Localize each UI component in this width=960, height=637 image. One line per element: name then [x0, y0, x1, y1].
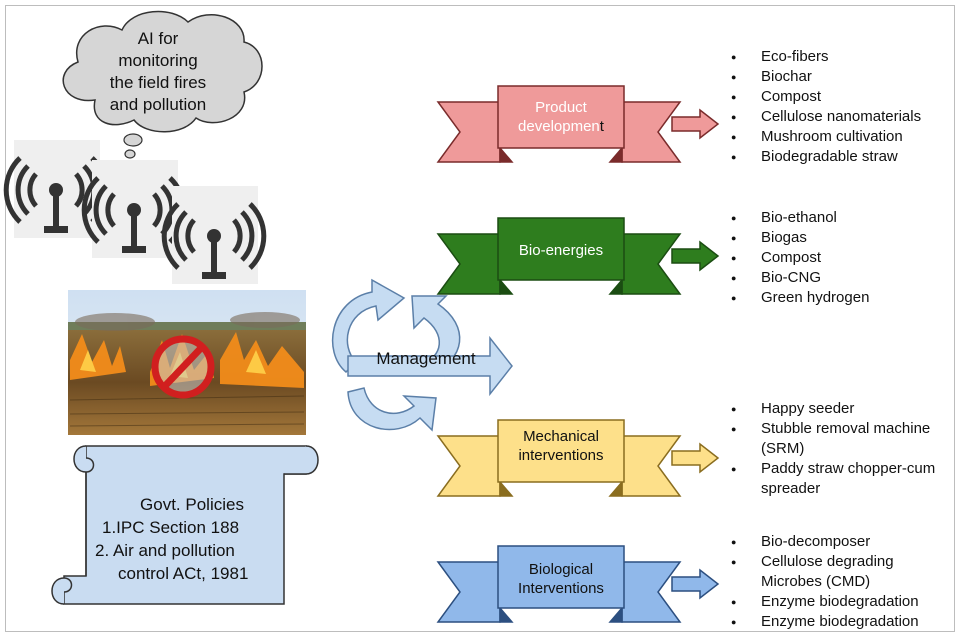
mechanical-list: Happy seeder Stubble removal machine (SR… — [728, 399, 935, 499]
banner-label-line: Product — [535, 99, 587, 116]
banner-biological-interventions — [436, 545, 682, 623]
banner-label-part: developmen — [518, 118, 600, 135]
list-item-continuation: spreader — [761, 480, 821, 497]
banner-label-line: interventions — [518, 447, 604, 464]
banner-part — [436, 435, 501, 497]
list-item: Cellulose nanomaterials — [728, 107, 921, 127]
list-item: Green hydrogen — [728, 288, 869, 308]
management-cycle — [331, 278, 513, 432]
banner-label-part: t — [599, 118, 604, 135]
policy-title: Govt. Policies — [140, 495, 244, 514]
banner-mechanical-interventions — [436, 419, 682, 497]
list-item: Biogas — [728, 228, 869, 248]
right-arrow-icon — [671, 240, 720, 272]
policy-item: 1.IPC Section 188 — [102, 518, 240, 537]
banner-part — [499, 277, 514, 295]
banner-label-line: Mechanical — [523, 428, 599, 445]
list-item: Happy seeder — [728, 399, 935, 419]
banner-product-development — [436, 85, 682, 163]
bioenergy-list: Bio-ethanol Biogas Compost Bio-CNG Green… — [728, 208, 869, 308]
banner-label-line: development — [498, 117, 624, 136]
right-arrow-icon — [671, 108, 720, 140]
list-item: Bio-decomposer — [728, 532, 919, 552]
signal-tower-icon — [81, 160, 187, 258]
banner-label-line: Interventions — [518, 580, 604, 597]
list-item: Stubble removal machine — [728, 419, 935, 439]
banner-label-product: Product development — [498, 98, 624, 136]
cloud-shape — [62, 10, 263, 159]
list-item: Enzyme biodegradation — [728, 612, 919, 632]
banner-part — [621, 435, 682, 497]
management-label: Management — [376, 349, 476, 368]
cloud-line: the field fires — [109, 73, 207, 92]
banner-part — [499, 479, 514, 497]
banner-part — [497, 85, 625, 149]
banner-part — [499, 145, 514, 163]
banner-part — [497, 217, 625, 281]
field-fire-photo — [68, 290, 306, 435]
product-list: Eco-fibers Biochar Compost Cellulose nan… — [728, 47, 921, 167]
list-item: Cellulose degrading — [728, 552, 919, 572]
policy-item: control ACt, 1981 — [118, 564, 249, 583]
cloud-line: monitoring — [118, 51, 198, 70]
list-item: Paddy straw chopper-cum — [728, 459, 935, 479]
banner-label-biological: Biological Interventions — [500, 560, 622, 598]
banner-label-mechanical: Mechanical interventions — [500, 427, 622, 465]
list-item: Mushroom cultivation — [728, 127, 921, 147]
right-arrow-icon — [671, 568, 720, 600]
cloud-caption: AI for monitoring the field fires and po… — [88, 28, 228, 116]
banner-part — [436, 233, 501, 295]
signal-tower-icon — [161, 186, 267, 284]
list-item: Bio-CNG — [728, 268, 869, 288]
policy-text: Govt. Policies 1.IPC Section 188 2. Air … — [92, 493, 292, 585]
cloud-line: and pollution — [109, 95, 207, 114]
policy-item: 2. Air and pollution — [95, 541, 235, 560]
list-item: Compost — [728, 87, 921, 107]
banner-bio-energies — [436, 217, 682, 295]
right-arrow-icon — [671, 442, 720, 474]
list-item: Eco-fibers — [728, 47, 921, 67]
no-burning-icon — [151, 335, 215, 399]
banner-part — [621, 561, 682, 623]
banner-part — [608, 145, 623, 163]
banner-part — [497, 545, 625, 609]
list-item: Compost — [728, 248, 869, 268]
banner-part — [621, 101, 682, 163]
diagram-frame — [5, 5, 955, 632]
policy-scroll — [51, 445, 319, 605]
banner-part — [436, 561, 501, 623]
banner-label-bioenergies: Bio-energies — [506, 241, 616, 260]
list-item: Bio-ethanol — [728, 208, 869, 228]
list-item: Biochar — [728, 67, 921, 87]
cloud-line: AI for — [137, 29, 179, 48]
list-item-continuation: Microbes (CMD) — [761, 573, 871, 590]
banner-part — [621, 233, 682, 295]
banner-part — [608, 479, 623, 497]
banner-label-line: Bio-energies — [518, 242, 604, 259]
banner-label-line: Biological — [528, 561, 594, 578]
list-item: Biodegradable straw — [728, 147, 921, 167]
list-item: Enzyme biodegradation — [728, 592, 919, 612]
banner-part — [608, 605, 623, 623]
biological-list: Bio-decomposer Cellulose degrading Micro… — [728, 532, 919, 632]
banner-part — [497, 419, 625, 483]
banner-part — [608, 277, 623, 295]
banner-part — [436, 101, 501, 163]
banner-group — [436, 85, 720, 623]
banner-part — [499, 605, 514, 623]
list-item-continuation: (SRM) — [761, 440, 805, 457]
